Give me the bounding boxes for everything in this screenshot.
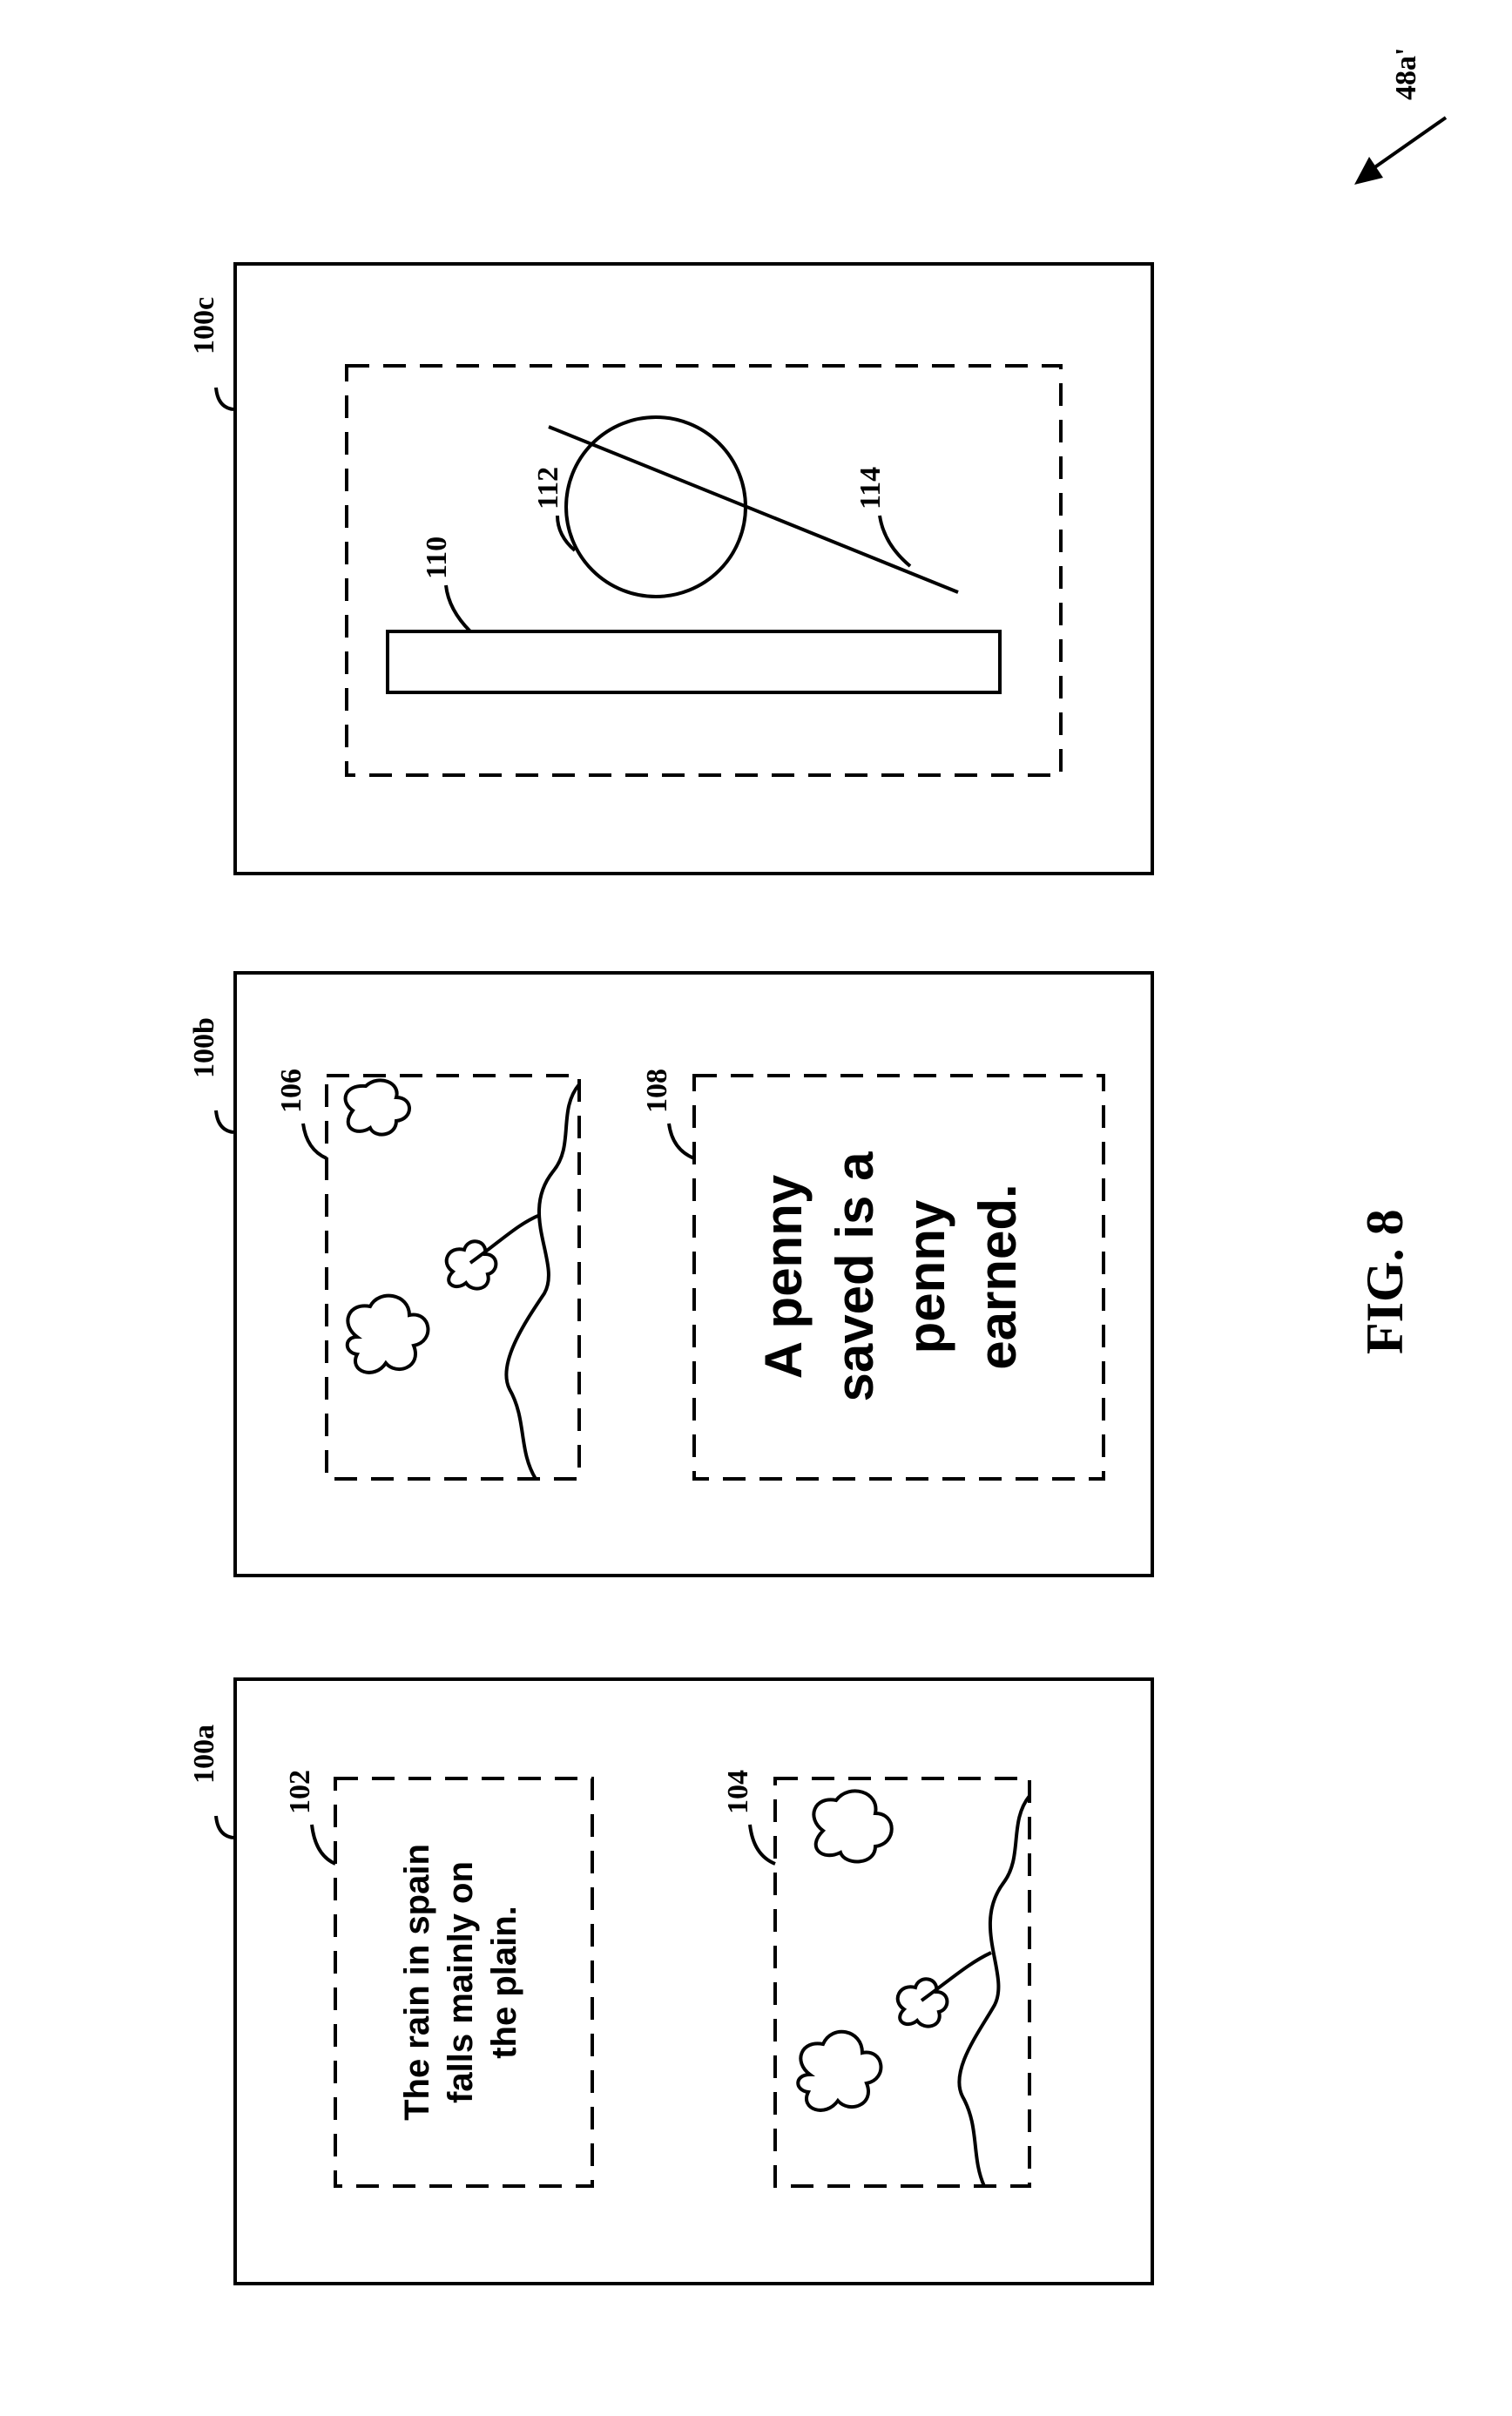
leader-line <box>750 1825 775 1864</box>
leader-line <box>312 1825 335 1864</box>
rectangle-shape-110 <box>388 631 1000 692</box>
text-block: A penny saved is a penny earned. <box>754 1151 1027 1402</box>
text-line: penny <box>897 1199 955 1353</box>
landscape-icon <box>346 1080 579 1479</box>
cloud-icon <box>348 1296 429 1373</box>
page-100a: 100a 102 The rain in spain falls mainly … <box>188 1679 1152 2284</box>
leader-line <box>216 1110 233 1132</box>
region-ref-label: 102 <box>284 1770 316 1814</box>
set-ref-arrow-line <box>1367 118 1446 172</box>
set-ref-label: 48a' <box>1390 48 1422 100</box>
cloud-icon <box>813 1791 891 1861</box>
text-line: falls mainly on <box>442 1861 480 2103</box>
region-ref-label: 110 <box>421 537 453 579</box>
leader-line <box>216 388 233 409</box>
region-ref-label: 114 <box>854 467 887 510</box>
tree-trunk <box>921 1953 991 2001</box>
page-ref-label: 100a <box>188 1724 220 1784</box>
region-ref-label: 106 <box>275 1069 307 1113</box>
page-ref-label: 100c <box>188 297 220 354</box>
tree-trunk <box>470 1215 540 1263</box>
landscape-icon <box>798 1791 1029 2186</box>
set-reference: 48a' <box>1354 48 1446 185</box>
cloud-icon <box>346 1080 409 1134</box>
page-100c: 100c 110 112 114 <box>188 264 1152 874</box>
text-line: saved is a <box>826 1151 884 1402</box>
image-region <box>327 1076 579 1479</box>
leader-line <box>669 1124 694 1158</box>
page-frame <box>235 264 1152 874</box>
figure-caption: FIG. 8 <box>1356 1209 1414 1354</box>
hill-line <box>506 1084 579 1479</box>
leader-line <box>880 516 910 566</box>
page-frame <box>235 1679 1152 2284</box>
text-line: the plain. <box>485 1906 523 2059</box>
leader-line <box>446 585 470 631</box>
cloud-icon <box>798 2032 881 2110</box>
text-line: A penny <box>754 1174 813 1379</box>
content-region <box>347 366 1061 775</box>
leader-line <box>303 1124 327 1158</box>
region-ref-label: 108 <box>641 1069 673 1113</box>
leader-line <box>216 1816 233 1838</box>
region-ref-label: 112 <box>532 467 564 510</box>
text-line: earned. <box>969 1184 1027 1369</box>
region-ref-label: 104 <box>722 1770 754 1814</box>
hill-line <box>959 1796 1029 2186</box>
text-line: The rain in spain <box>398 1844 436 2121</box>
page-ref-label: 100b <box>188 1017 220 1078</box>
text-block: The rain in spain falls mainly on the pl… <box>398 1844 523 2121</box>
line-shape-114 <box>549 427 958 592</box>
image-region <box>775 1778 1029 2186</box>
page-100b: 100b 106 108 A penny saved is a penny ea… <box>188 973 1152 1576</box>
set-ref-arrowhead-icon <box>1354 157 1383 185</box>
